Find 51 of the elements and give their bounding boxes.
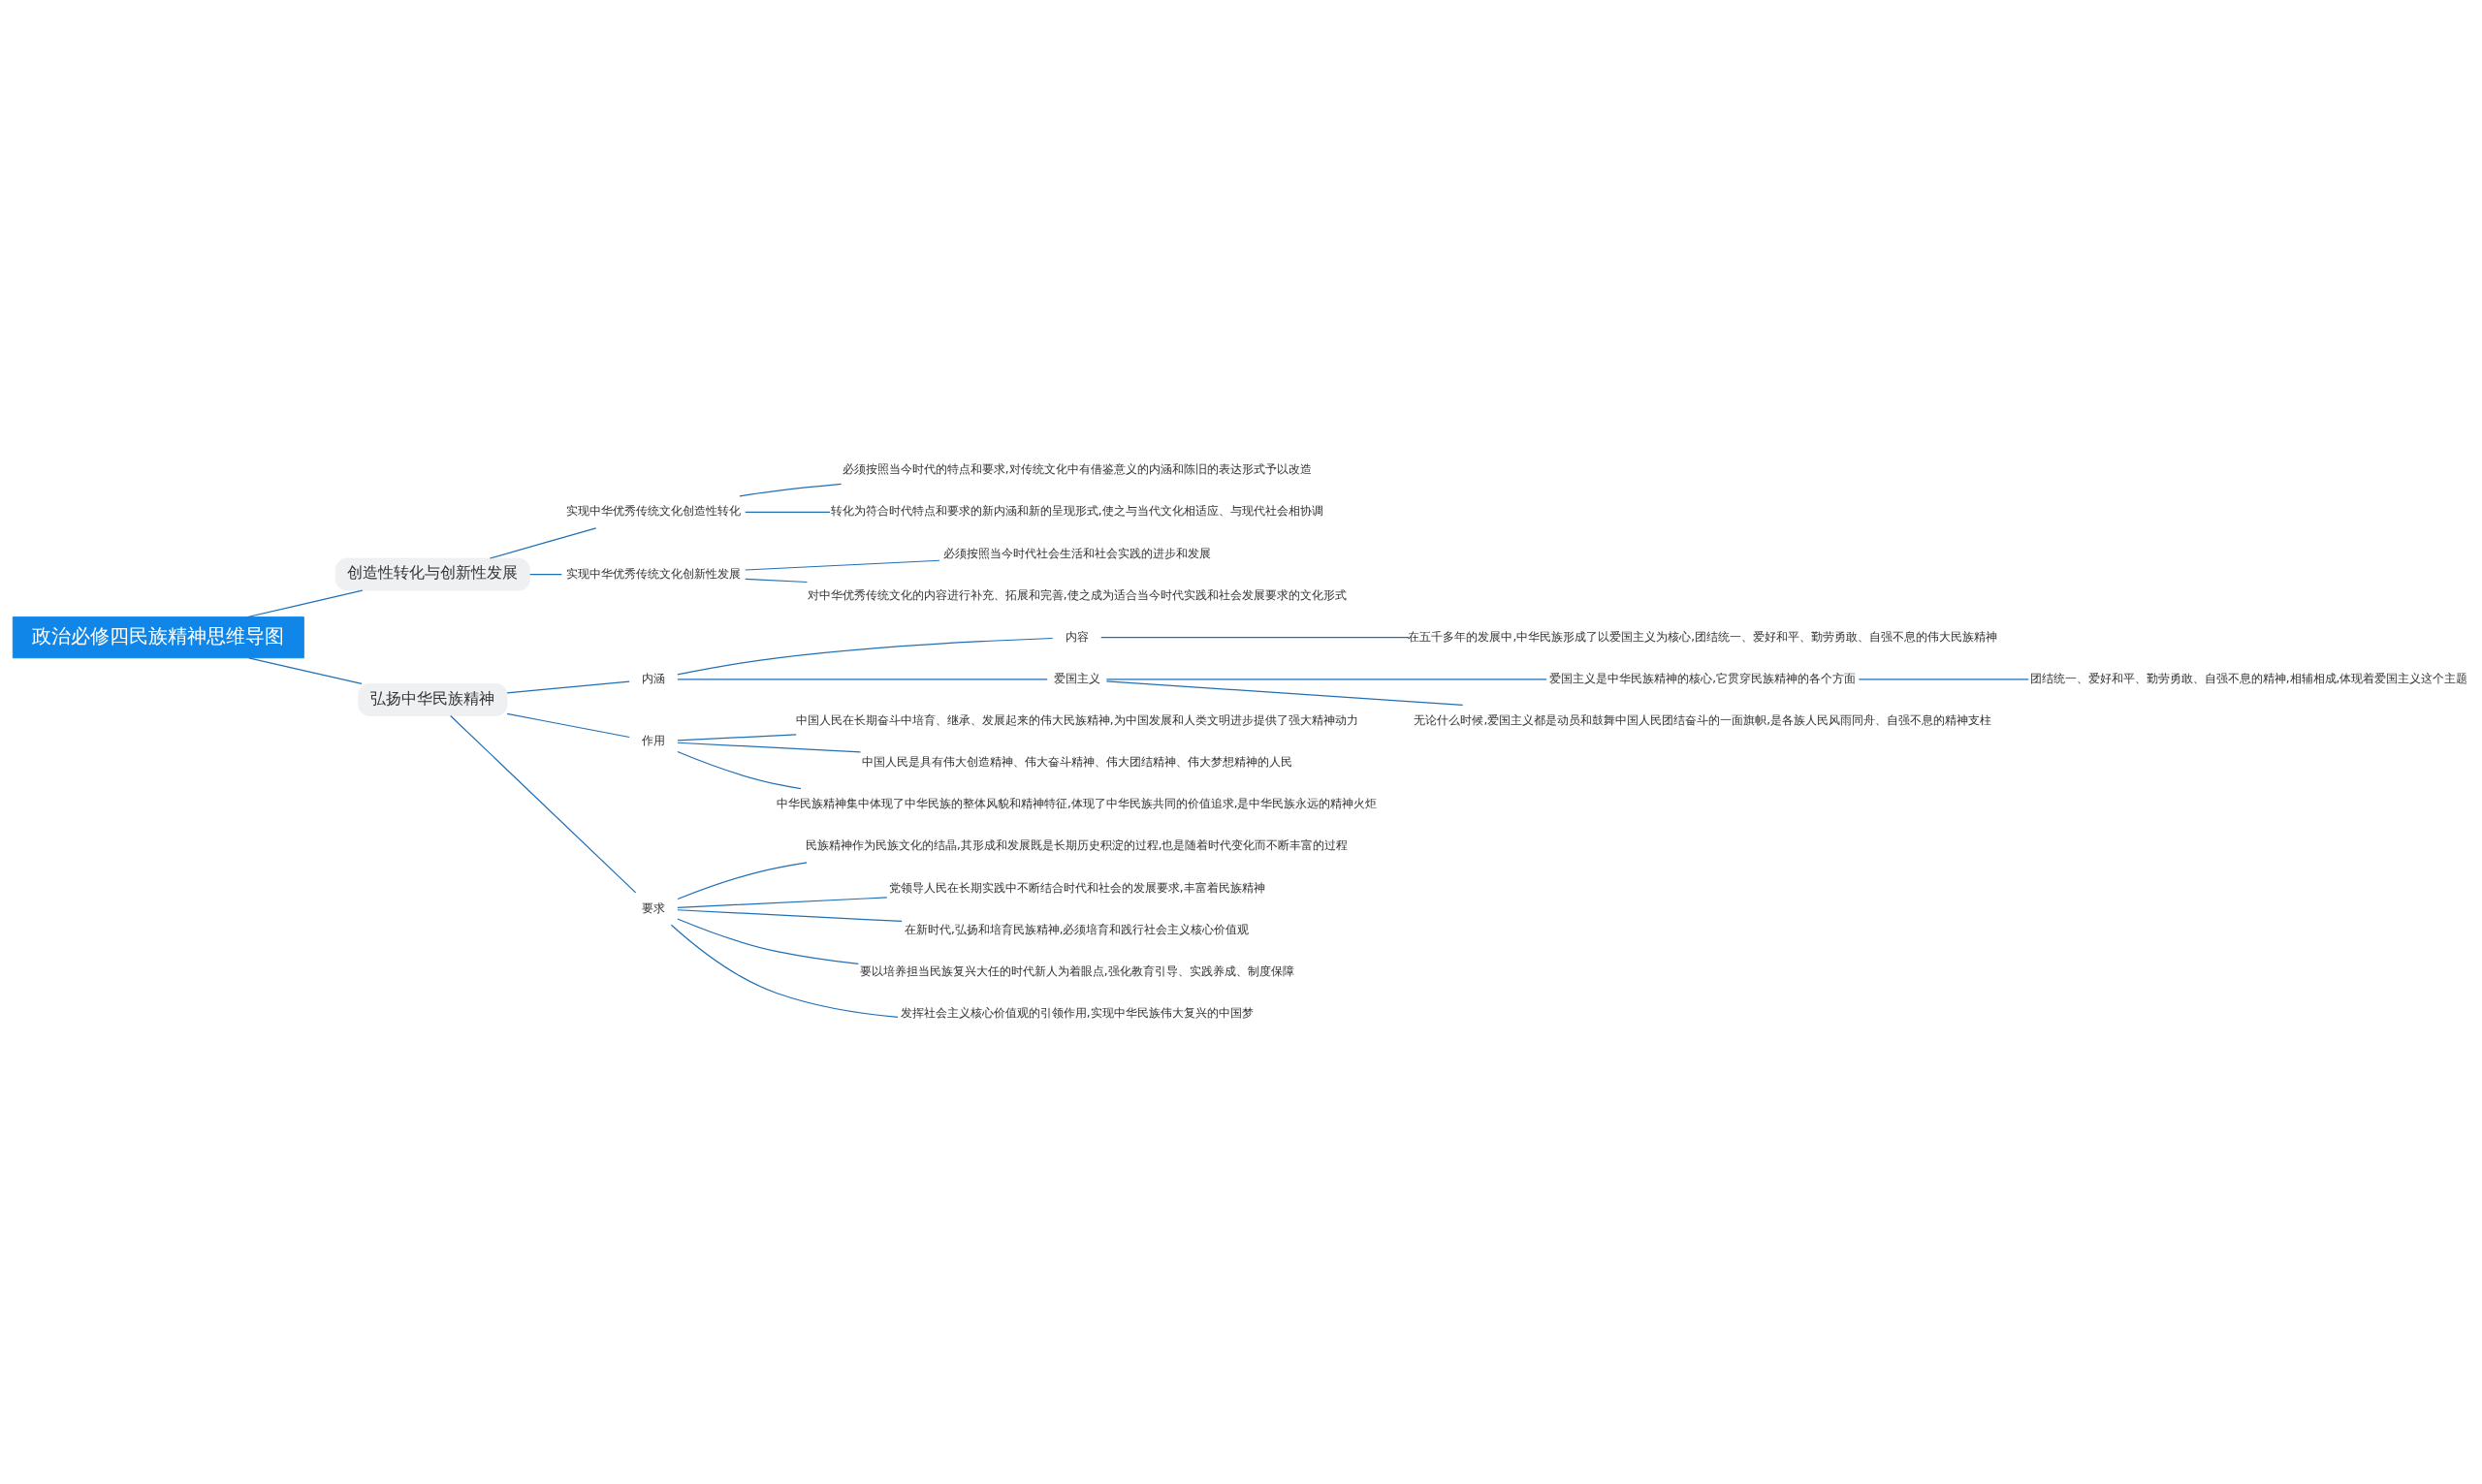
node-text: 在五千多年的发展中,中华民族形成了以爱国主义为核心,团结统一、爱好和平、勤劳勇敢、自强不息的伟大民族精神 — [1408, 629, 1997, 644]
connector — [677, 897, 888, 908]
connector — [506, 680, 630, 694]
connector — [670, 924, 899, 1018]
node-text: 必须按照当今时代社会生活和社会实践的进步和发展 — [942, 546, 1211, 560]
node-text: 中国人民在长期奋斗中培育、继承、发展起来的伟大民族精神,为中国发展和人类文明进步提供了强大精神动力 — [795, 713, 1358, 728]
connector — [677, 734, 797, 742]
node-text: 爱国主义是中华民族精神的核心,它贯穿民族精神的各个方面 — [1549, 671, 1857, 685]
connector — [677, 679, 1048, 680]
connector — [745, 578, 809, 584]
node-box: 弘扬中华民族精神 — [358, 682, 508, 716]
connector — [745, 511, 831, 513]
node-text: 中华民族精神集中体现了中华民族的整体风貌和精神特征,体现了中华民族共同的价值追求,是中华民族永远的精神火炬 — [776, 797, 1378, 811]
node-text: 中国人民是具有伟大创造精神、伟大奋斗精神、伟大团结精神、伟大梦想精神的人民 — [861, 755, 1292, 770]
connector — [677, 750, 802, 790]
connector — [739, 483, 843, 497]
connector — [1105, 680, 1464, 706]
node-text: 发挥社会主义核心价值观的引领作用,实现中华民族伟大复兴的中国梦 — [900, 1005, 1254, 1020]
connector — [677, 918, 859, 964]
connector — [677, 862, 808, 900]
connector — [529, 573, 562, 576]
connector — [1100, 637, 1410, 639]
node-box: 政治必修四民族精神思维导图 — [12, 616, 304, 659]
node-text: 转化为符合时代特点和要求的新内涵和新的呈现形式,使之与当代文化相适应、与现代社会相协调 — [830, 504, 1323, 519]
node-text: 必须按照当今时代的特点和要求,对传统文化中有借鉴意义的内涵和陈旧的表达形式予以改造 — [842, 462, 1312, 477]
connector — [248, 657, 363, 684]
node-text: 团结统一、爱好和平、勤劳勇敢、自强不息的精神,相辅相成,体现着爱国主义这个主题 — [2029, 671, 2468, 685]
node-text: 作用 — [641, 734, 665, 748]
node-text: 内容 — [1065, 629, 1089, 644]
node-text: 实现中华优秀传统文化创造性转化 — [565, 504, 741, 519]
connector — [677, 742, 862, 753]
connector — [677, 637, 1054, 676]
node-text: 在新时代,弘扬和培育民族精神,必须培育和践行社会主义核心价值观 — [904, 922, 1250, 936]
connector — [677, 909, 903, 923]
connector — [745, 559, 940, 571]
connector — [1105, 679, 1547, 680]
connector — [246, 589, 364, 618]
connector — [506, 712, 630, 739]
connector — [1858, 679, 2029, 680]
node-text: 内涵 — [641, 671, 665, 685]
node-text: 爱国主义 — [1053, 671, 1100, 685]
node-box: 创造性转化与创新性发展 — [334, 557, 530, 591]
node-text: 实现中华优秀传统文化创新性发展 — [565, 566, 741, 581]
node-text: 无论什么时候,爱国主义都是动员和鼓舞中国人民团结奋斗的一面旗帜,是各族人民风雨同舟、自强不息的精神支柱 — [1414, 713, 1991, 728]
connector — [450, 714, 637, 894]
node-text: 党领导人民在长期实践中不断结合时代和社会的发展要求,丰富着民族精神 — [888, 880, 1265, 895]
node-text: 要以培养担当民族复兴大任的时代新人为着眼点,强化教育引导、实践养成、制度保障 — [859, 963, 1294, 978]
node-text: 民族精神作为民族文化的结晶,其形成和发展既是长期历史积淀的过程,也是随着时代变化而不断丰富的过程 — [805, 838, 1349, 853]
node-text: 对中华优秀传统文化的内容进行补充、拓展和完善,使之成为适合当今时代实践和社会发展要求的文化形式 — [807, 587, 1347, 602]
node-text: 要求 — [641, 900, 665, 915]
connector — [489, 527, 597, 559]
